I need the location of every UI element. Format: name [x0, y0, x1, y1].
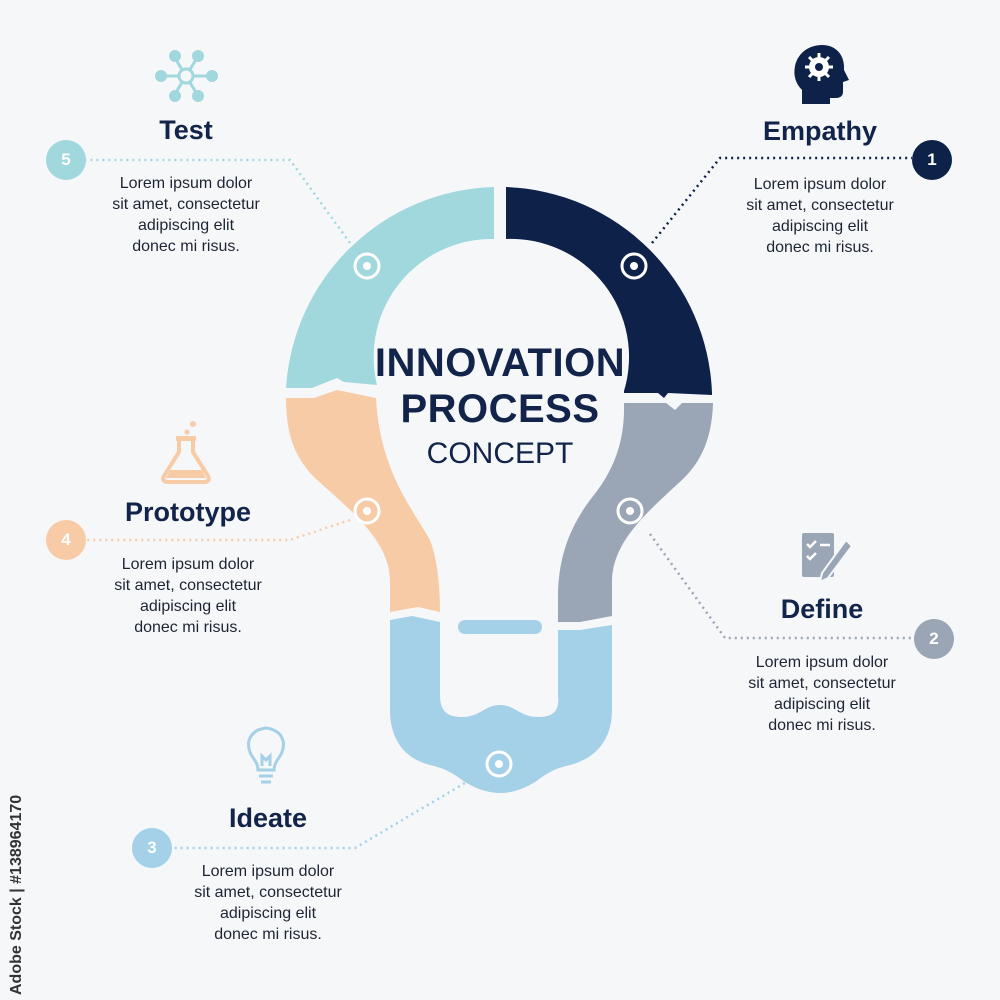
step-number-test: 5	[46, 140, 86, 180]
connector-empathy	[651, 156, 912, 244]
marker-test	[353, 252, 381, 280]
segment-empathy	[506, 187, 712, 398]
step-number-empathy: 1	[912, 140, 952, 180]
marker-empathy	[620, 252, 648, 280]
connector-ideate	[172, 778, 471, 850]
step-body-test: Lorem ipsum dolor sit amet, consectetur …	[112, 175, 260, 255]
connector-prototype	[86, 518, 351, 542]
center-title: INNOVATION PROCESS CONCEPT	[330, 340, 670, 474]
step-title-define: Define	[780, 594, 864, 624]
step-body-define: Lorem ipsum dolor sit amet, consectetur …	[748, 654, 896, 734]
network-icon	[155, 50, 218, 102]
marker-ideate	[485, 750, 513, 778]
step-title-prototype: Prototype	[124, 497, 251, 527]
segment-define	[558, 403, 713, 622]
title-subtitle: CONCEPT	[426, 437, 574, 470]
title-line-2: PROCESS	[400, 387, 600, 431]
step-body-empathy: Lorem ipsum dolor sit amet, consectetur …	[746, 176, 894, 256]
step-title-empathy: Empathy	[762, 116, 878, 146]
marker-define	[616, 497, 644, 525]
connector-define	[648, 533, 914, 640]
head-gear-icon	[794, 45, 849, 104]
step-title-test: Test	[159, 115, 213, 145]
checklist-pen-icon	[802, 533, 854, 584]
connector-test	[86, 158, 352, 244]
step-body-ideate: Lorem ipsum dolor sit amet, consectetur …	[194, 863, 342, 943]
segment-ideate	[390, 616, 612, 793]
stock-watermark: Adobe Stock | #138964170	[8, 794, 25, 995]
segment-test	[286, 187, 494, 389]
step-body-prototype: Lorem ipsum dolor sit amet, consectetur …	[114, 556, 262, 636]
title-line-1: INNOVATION	[374, 341, 626, 385]
step-number-define: 2	[914, 619, 954, 659]
marker-prototype	[353, 497, 381, 525]
step-number-ideate: 3	[132, 828, 172, 868]
flask-icon	[161, 421, 211, 484]
bulb-filament	[458, 620, 542, 634]
step-title-ideate: Ideate	[228, 803, 308, 833]
lightbulb-icon	[247, 726, 285, 784]
step-number-prototype: 4	[46, 520, 86, 560]
